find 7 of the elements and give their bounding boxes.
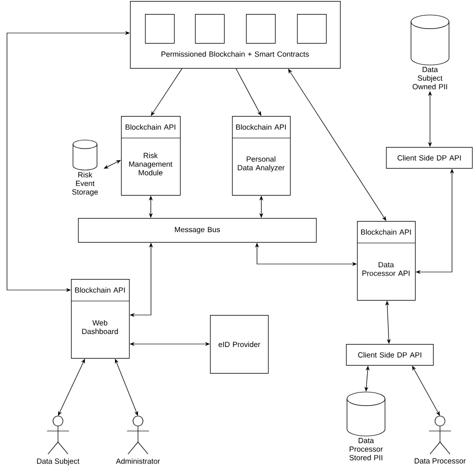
- arrow: [236, 68, 262, 116]
- arrow: [150, 68, 182, 116]
- square-box: [145, 14, 175, 44]
- square-box: [195, 14, 225, 44]
- square-box: [246, 14, 276, 44]
- arrow: [288, 68, 386, 221]
- square-box: [297, 14, 327, 44]
